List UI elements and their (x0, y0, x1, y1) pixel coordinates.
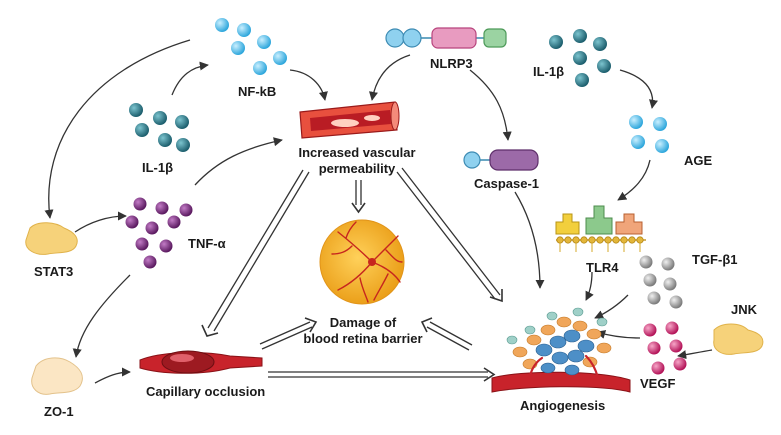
vessel-icon (299, 101, 400, 139)
nlrp3-label: NLRP3 (430, 56, 473, 71)
jnk-icon (713, 323, 764, 355)
nfkb-molecules (215, 18, 287, 75)
caspase1-label: Caspase-1 (474, 176, 539, 191)
arrow-il1b-to-nfkb (171, 61, 209, 96)
arrow-top-to-stat3 (44, 39, 191, 219)
tlr4-receptor (555, 205, 646, 252)
zo1-icon (31, 357, 83, 395)
damage-label-line2: blood retina barrier (303, 331, 422, 346)
arrow-tgfb1-to-angio (594, 294, 629, 319)
tnfa-molecules (125, 197, 193, 269)
retina-icon (319, 219, 405, 305)
tlr4-label: TLR4 (586, 260, 619, 275)
age-label: AGE (684, 153, 713, 168)
stat3-icon (25, 222, 78, 255)
il1b-left-molecules (129, 103, 190, 152)
arrow-tnf-to-vascular (194, 137, 283, 186)
angiogenesis-icon (491, 307, 631, 393)
nfkb-label: NF-kB (238, 84, 276, 99)
arrow-vascular-to-angiogenesis (396, 167, 503, 303)
capillary-label: Capillary occlusion (146, 384, 265, 399)
caspase1-protein (463, 149, 539, 171)
arrow-nfkb-to-vascular (289, 69, 328, 101)
arrow-angiogenesis-to-damage (420, 317, 473, 351)
angiogenesis-label: Angiogenesis (520, 398, 605, 413)
arrow-il1b-to-age (619, 69, 658, 109)
age-molecules (629, 115, 669, 153)
vascular-label-line1: Increased vascular (298, 145, 415, 160)
arrow-vascular-to-damage (351, 180, 366, 214)
il1b-right-molecules (549, 29, 611, 87)
vascular-label-line2: permeability (319, 161, 396, 176)
vegf-label: VEGF (640, 376, 675, 391)
jnk-label: JNK (731, 302, 758, 317)
arrow-vegf-to-angio (596, 330, 641, 339)
tgfb1-molecules (639, 255, 683, 309)
vegf-molecules (643, 321, 687, 375)
arrow-capillary-to-damage (259, 317, 318, 350)
arrows-double (201, 167, 503, 382)
stat3-label: STAT3 (34, 264, 73, 279)
tnfa-label: TNF-α (188, 236, 226, 251)
arrow-age-to-tlr4 (617, 159, 651, 201)
arrow-zo1-to-capillary (94, 367, 131, 384)
arrow-vascular-to-capillary (201, 169, 310, 337)
arrow-tnf-to-zo1 (72, 274, 131, 358)
il1b-right-label: IL-1β (533, 64, 564, 79)
arrow-capillary-to-angiogenesis (268, 367, 496, 382)
capillary-icon (139, 350, 263, 374)
arrows-single (44, 39, 713, 384)
zo1-label: ZO-1 (44, 404, 74, 419)
arrow-caspase-to-angio (514, 191, 545, 289)
il1b-left-label: IL-1β (142, 160, 173, 175)
nlrp3-protein (385, 27, 507, 49)
tgfb1-label: TGF-β1 (692, 252, 738, 267)
arrow-nlrp3-to-vascular (368, 54, 411, 101)
arrow-nlrp3-to-caspase (469, 69, 512, 141)
arrow-jnk-to-vegf (677, 349, 713, 360)
arrow-stat3-to-tnf (74, 211, 127, 233)
damage-label-line1: Damage of (330, 315, 397, 330)
arrow-tlr4-to-angio (585, 271, 594, 301)
